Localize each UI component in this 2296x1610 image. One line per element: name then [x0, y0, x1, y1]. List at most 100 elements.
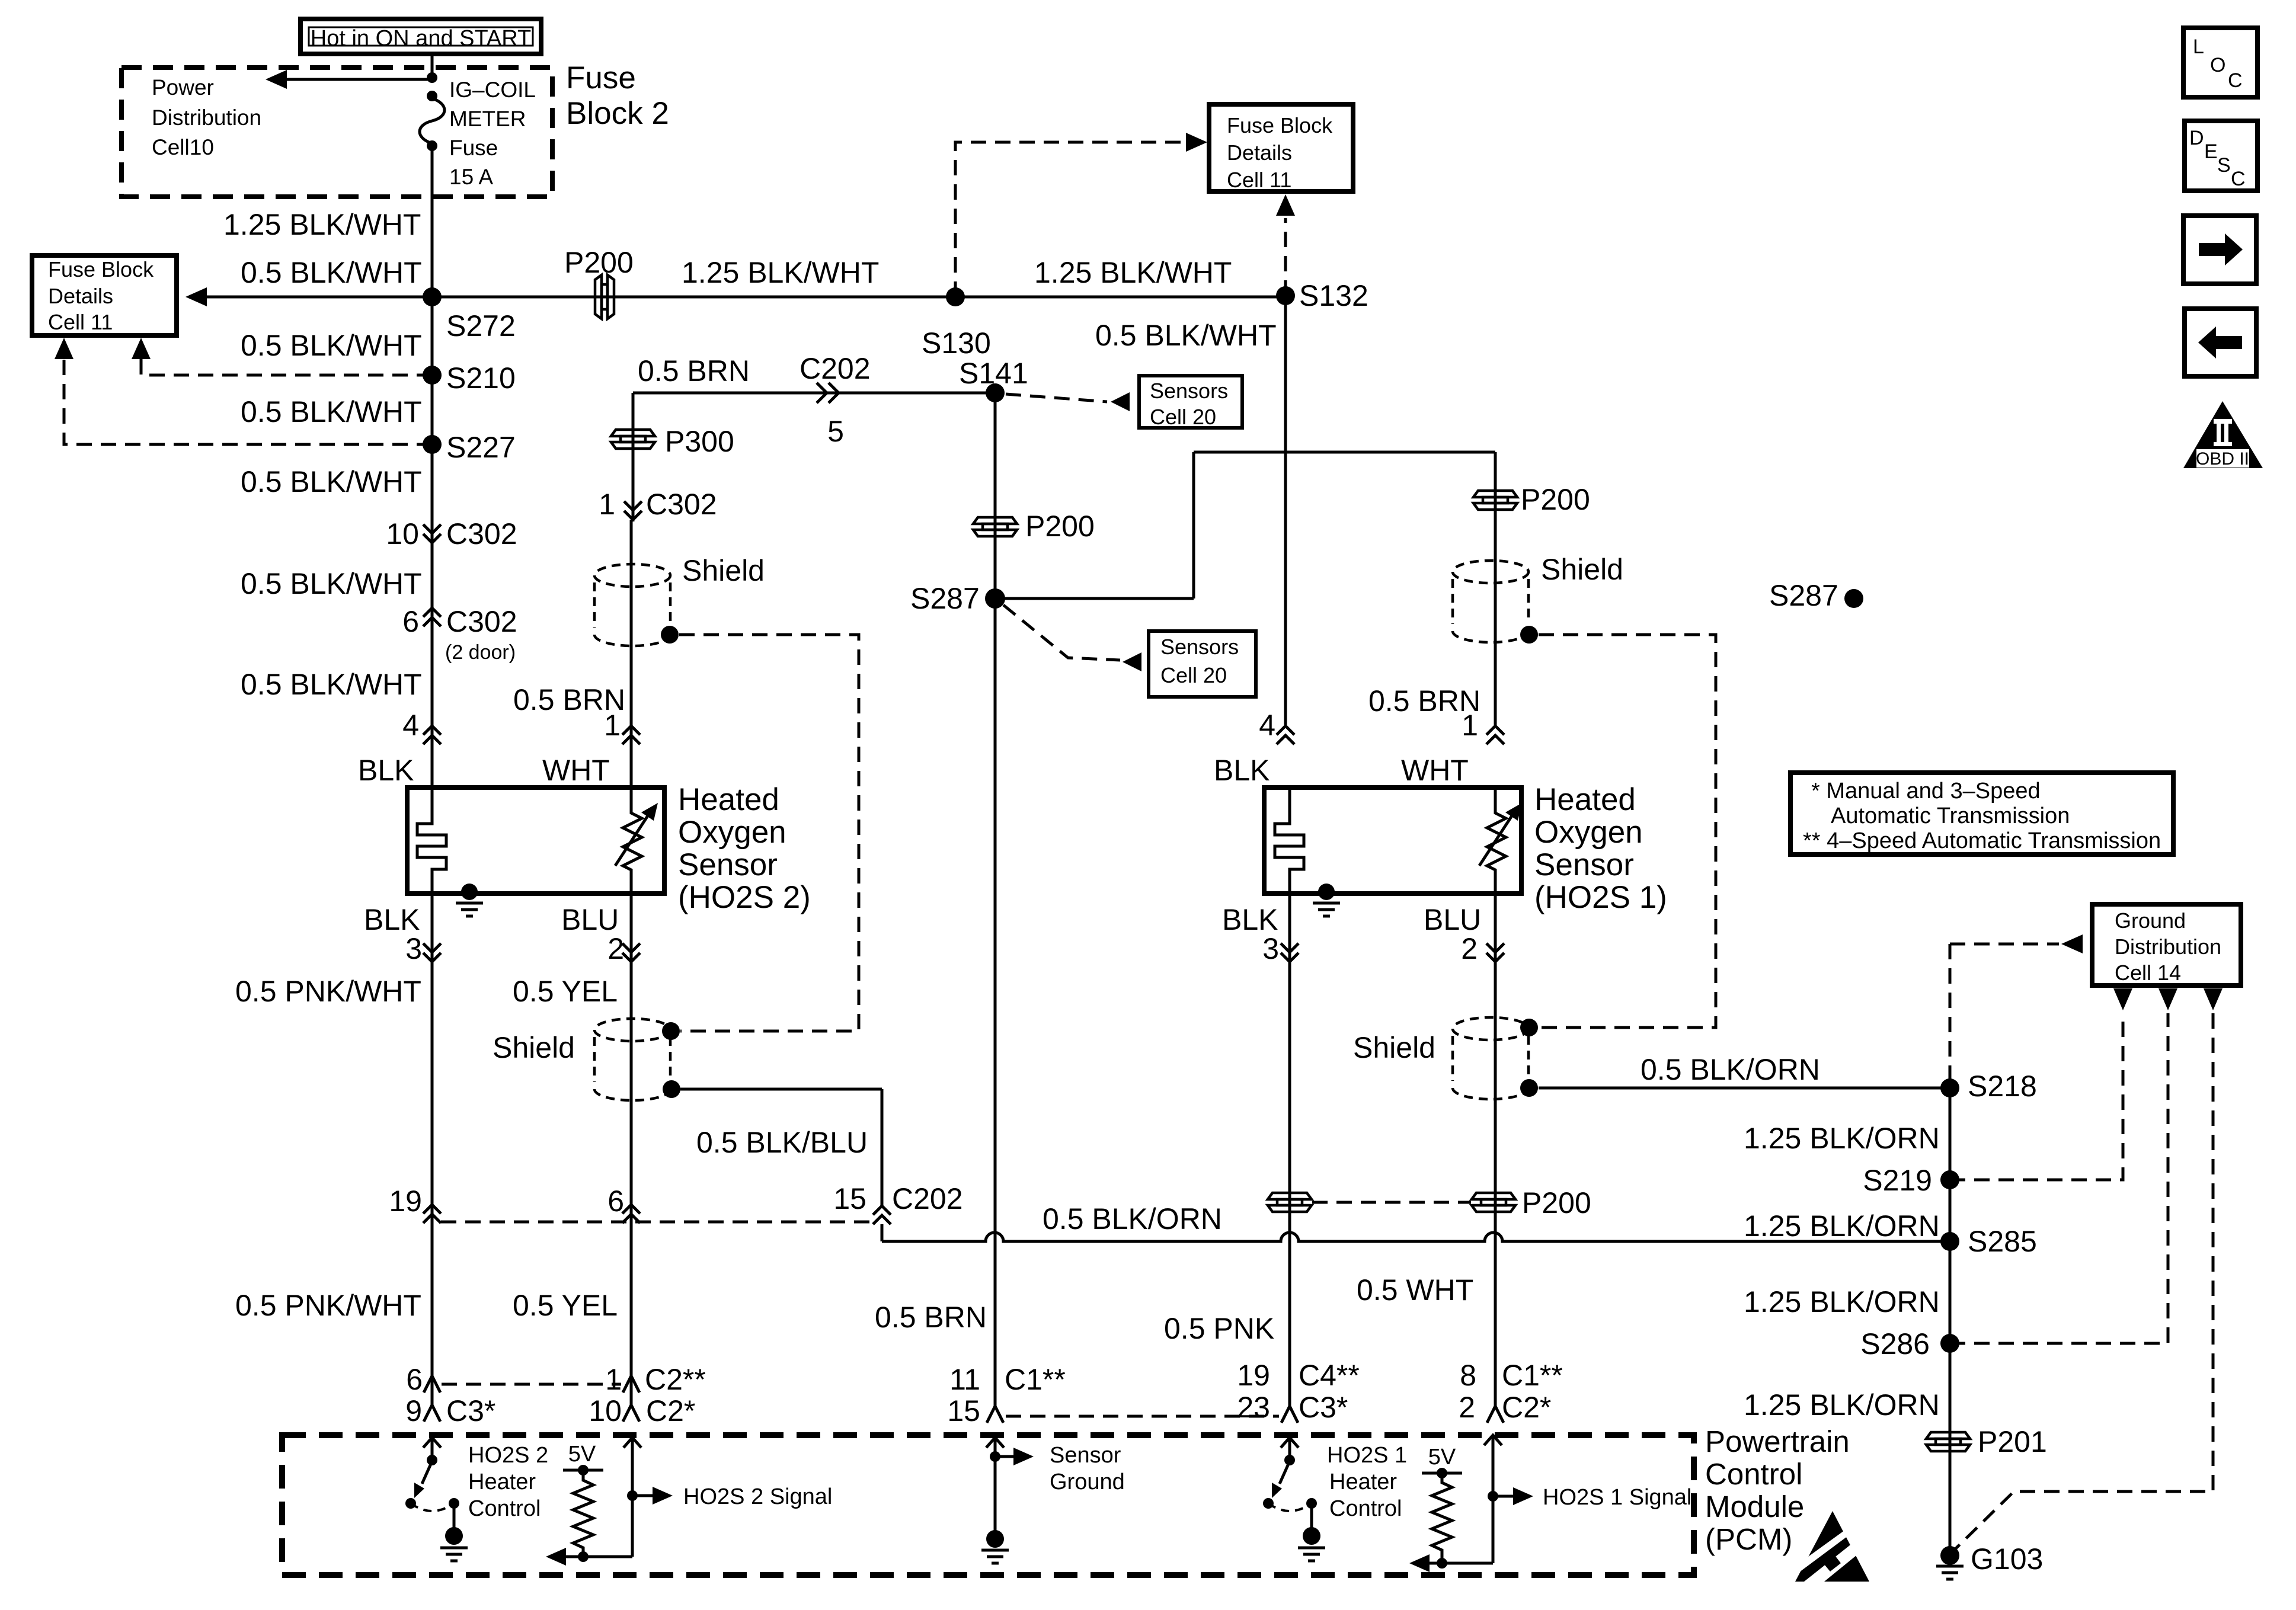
svg-text:P200: P200 [1522, 1186, 1591, 1219]
svg-text:0.5 BLK/WHT: 0.5 BLK/WHT [241, 395, 422, 428]
svg-text:Cell 14: Cell 14 [2115, 961, 2181, 985]
svg-text:5V: 5V [568, 1442, 596, 1467]
svg-text:S: S [2217, 154, 2231, 177]
svg-text:15 A: 15 A [449, 165, 493, 189]
svg-text:IG–COIL: IG–COIL [449, 78, 536, 102]
svg-text:G103: G103 [1971, 1542, 2043, 1576]
svg-text:Control: Control [468, 1496, 541, 1521]
svg-text:1: 1 [1462, 709, 1478, 742]
svg-text:Heated: Heated [1534, 782, 1636, 817]
svg-text:(HO2S 2): (HO2S 2) [678, 880, 811, 915]
svg-text:2: 2 [1459, 1391, 1475, 1424]
svg-text:C302: C302 [646, 488, 717, 521]
svg-text:C1**: C1** [1502, 1359, 1563, 1392]
svg-text:Oxygen: Oxygen [678, 815, 786, 850]
svg-text:1.25 BLK/WHT: 1.25 BLK/WHT [682, 256, 879, 289]
svg-text:Block 2: Block 2 [566, 96, 669, 131]
svg-text:0.5 BLK/WHT: 0.5 BLK/WHT [241, 329, 422, 362]
svg-text:10: 10 [386, 517, 419, 550]
svg-text:0.5 BLK/WHT: 0.5 BLK/WHT [241, 668, 422, 701]
svg-text:Powertrain: Powertrain [1705, 1425, 1850, 1458]
svg-text:23: 23 [1237, 1391, 1270, 1424]
svg-text:HO2S 2: HO2S 2 [468, 1443, 548, 1468]
svg-text:Details: Details [48, 284, 113, 308]
svg-text:Cell 11: Cell 11 [48, 310, 113, 334]
svg-text:Cell 20: Cell 20 [1150, 405, 1216, 429]
svg-text:1: 1 [605, 1363, 622, 1396]
svg-text:** 4–Speed Automatic Transmiss: ** 4–Speed Automatic Transmission [1803, 828, 2161, 853]
svg-text:C2**: C2** [645, 1363, 706, 1396]
svg-text:S227: S227 [446, 431, 516, 464]
svg-text:Cell 11: Cell 11 [1227, 168, 1291, 192]
svg-text:BLK: BLK [358, 754, 414, 787]
svg-text:6: 6 [607, 1185, 624, 1218]
svg-text:3: 3 [1262, 932, 1279, 965]
svg-text:HO2S 1 Signal: HO2S 1 Signal [1543, 1485, 1691, 1510]
svg-text:Module: Module [1705, 1490, 1804, 1523]
svg-text:0.5 BLK/WHT: 0.5 BLK/WHT [1095, 319, 1277, 352]
svg-text:S210: S210 [446, 361, 516, 395]
svg-text:* Manual and 3–Speed: * Manual and 3–Speed [1811, 779, 2041, 804]
svg-text:Sensors: Sensors [1160, 635, 1239, 659]
svg-text:BLK: BLK [1214, 754, 1270, 787]
svg-text:4: 4 [1259, 709, 1275, 742]
svg-text:S287: S287 [1769, 579, 1838, 612]
svg-text:Hot in ON and START: Hot in ON and START [311, 26, 531, 51]
svg-text:0.5 BLK/ORN: 0.5 BLK/ORN [1043, 1202, 1222, 1235]
svg-text:Cell 20: Cell 20 [1160, 663, 1227, 687]
svg-text:0.5 BLK/WHT: 0.5 BLK/WHT [241, 256, 422, 289]
svg-text:P300: P300 [665, 425, 734, 458]
svg-text:BLK: BLK [364, 903, 420, 936]
svg-text:Distribution: Distribution [2115, 934, 2221, 959]
svg-text:Sensor: Sensor [1534, 847, 1634, 882]
svg-text:E: E [2204, 140, 2218, 163]
svg-text:P200: P200 [564, 246, 634, 279]
svg-text:C202: C202 [800, 352, 871, 385]
svg-text:8: 8 [1460, 1359, 1476, 1392]
svg-text:C2*: C2* [1502, 1391, 1551, 1424]
svg-text:1: 1 [604, 709, 621, 742]
svg-text:C302: C302 [446, 517, 517, 550]
svg-text:Heater: Heater [1329, 1470, 1397, 1494]
svg-text:0.5 BLK/WHT: 0.5 BLK/WHT [241, 567, 422, 600]
svg-text:P200: P200 [1025, 510, 1095, 543]
svg-text:9: 9 [405, 1394, 422, 1427]
svg-text:0.5 WHT: 0.5 WHT [1357, 1273, 1473, 1307]
svg-text:S219: S219 [1863, 1164, 1932, 1197]
svg-text:Fuse Block: Fuse Block [1227, 113, 1333, 137]
svg-text:C2*: C2* [646, 1394, 695, 1427]
svg-text:Fuse: Fuse [566, 60, 636, 95]
svg-text:0.5 YEL: 0.5 YEL [513, 1289, 618, 1322]
svg-text:Power: Power [152, 75, 214, 100]
svg-text:Ground: Ground [2115, 908, 2186, 933]
svg-text:(HO2S 1): (HO2S 1) [1534, 880, 1667, 915]
svg-text:C4**: C4** [1299, 1359, 1360, 1392]
svg-text:METER: METER [449, 107, 526, 131]
svg-text:Oxygen: Oxygen [1534, 815, 1643, 850]
svg-text:Ground: Ground [1050, 1470, 1125, 1494]
svg-text:Shield: Shield [1353, 1031, 1435, 1064]
svg-text:L: L [2193, 36, 2204, 58]
svg-text:C202: C202 [892, 1182, 963, 1215]
svg-text:S287: S287 [910, 582, 980, 615]
svg-text:Fuse Block: Fuse Block [48, 257, 154, 281]
svg-text:0.5 BRN: 0.5 BRN [638, 354, 750, 388]
svg-text:S132: S132 [1299, 279, 1368, 312]
svg-text:P201: P201 [1978, 1425, 2047, 1458]
svg-text:WHT: WHT [1401, 754, 1469, 787]
svg-text:C1**: C1** [1005, 1363, 1066, 1396]
svg-text:5V: 5V [1428, 1445, 1456, 1470]
svg-text:Shield: Shield [682, 554, 765, 587]
svg-text:Control: Control [1705, 1457, 1802, 1491]
svg-text:19: 19 [1237, 1359, 1270, 1392]
svg-text:Automatic Transmission: Automatic Transmission [1831, 804, 2070, 828]
svg-text:0.5 BLK/BLU: 0.5 BLK/BLU [696, 1126, 868, 1159]
svg-text:Shield: Shield [493, 1031, 575, 1064]
svg-text:Distribution: Distribution [152, 105, 261, 130]
svg-text:S218: S218 [1968, 1070, 2037, 1103]
svg-text:HO2S 1: HO2S 1 [1327, 1443, 1407, 1468]
svg-text:Sensors: Sensors [1150, 379, 1228, 403]
svg-text:Details: Details [1227, 140, 1292, 165]
svg-text:S141: S141 [959, 357, 1028, 390]
svg-text:Fuse: Fuse [449, 136, 498, 160]
